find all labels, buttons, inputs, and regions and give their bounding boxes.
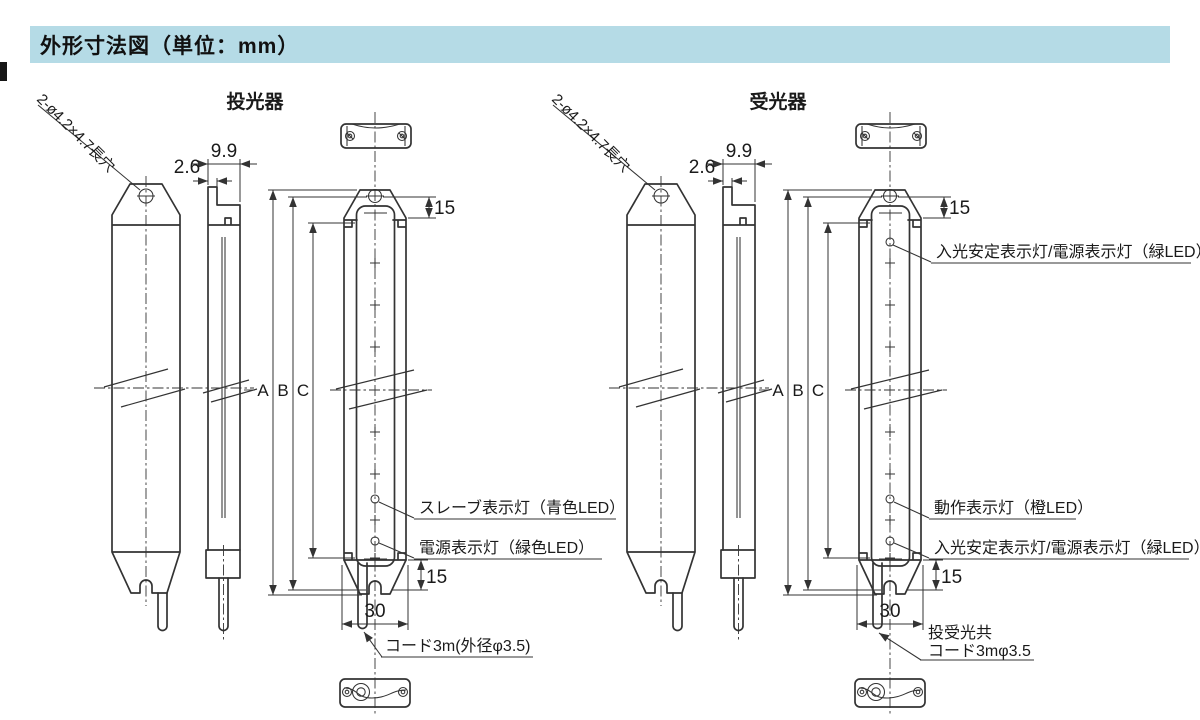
callout-power-indicator: 電源表示灯（緑色LED）	[419, 539, 594, 557]
section-title: 外形寸法図（単位：mm）	[40, 34, 300, 58]
dim-c-label: C	[297, 381, 309, 400]
dim-b-label: B	[792, 381, 803, 400]
dim-side-width-label: 9.9	[726, 141, 752, 162]
receiver-slot-label: 2-ø4.2×4.7長穴	[548, 91, 633, 176]
receiver-drawing: 受光器 2-ø4.2×4.7長穴 9.9 2.6 15 15 30 A B C …	[548, 90, 1200, 716]
dim-top-offset-label: 15	[434, 198, 455, 219]
dim-top-offset-label: 15	[949, 198, 970, 219]
dim-a-label: A	[257, 381, 269, 400]
dim-bottom-offset-label: 15	[426, 567, 447, 588]
callout-slave-indicator: スレーブ表示灯（青色LED）	[419, 498, 625, 517]
callout-operation-indicator: 動作表示灯（橙LED）	[934, 499, 1093, 517]
emitter-slot-label: 2-ø4.2×4.7長穴	[33, 91, 118, 176]
dim-bracket-width-label: 30	[879, 601, 900, 622]
receiver-title: 受光器	[749, 90, 807, 113]
callout-cable-line2: コード3mφ3.5	[928, 643, 1031, 660]
emitter-title: 投光器	[226, 90, 284, 113]
dim-b-label: B	[277, 381, 288, 400]
dim-bottom-offset-label: 15	[941, 567, 962, 588]
dim-face-width-label: 2.6	[689, 157, 715, 178]
dim-face-width-label: 2.6	[174, 157, 200, 178]
dim-side-width-label: 9.9	[211, 141, 237, 162]
dim-bracket-width-label: 30	[364, 601, 385, 622]
page-edge-artifact	[0, 62, 7, 81]
callout-cable-line1: 投受光共	[928, 624, 992, 642]
dim-c-label: C	[812, 381, 824, 400]
callout-stability-top: 入光安定表示灯/電源表示灯（緑LED）	[936, 243, 1200, 261]
section-header: 外形寸法図（単位：mm）	[30, 26, 1170, 63]
callout-cable: コード3m(外径φ3.5)	[385, 637, 531, 655]
callout-stability-bottom: 入光安定表示灯/電源表示灯（緑LED）	[934, 539, 1200, 557]
indicator-led-top	[885, 237, 895, 247]
emitter-drawing: 投光器 2-ø4.2×4.7長穴 9.9 2.6 15 15 30 A B C …	[33, 90, 625, 716]
dim-a-label: A	[772, 381, 784, 400]
